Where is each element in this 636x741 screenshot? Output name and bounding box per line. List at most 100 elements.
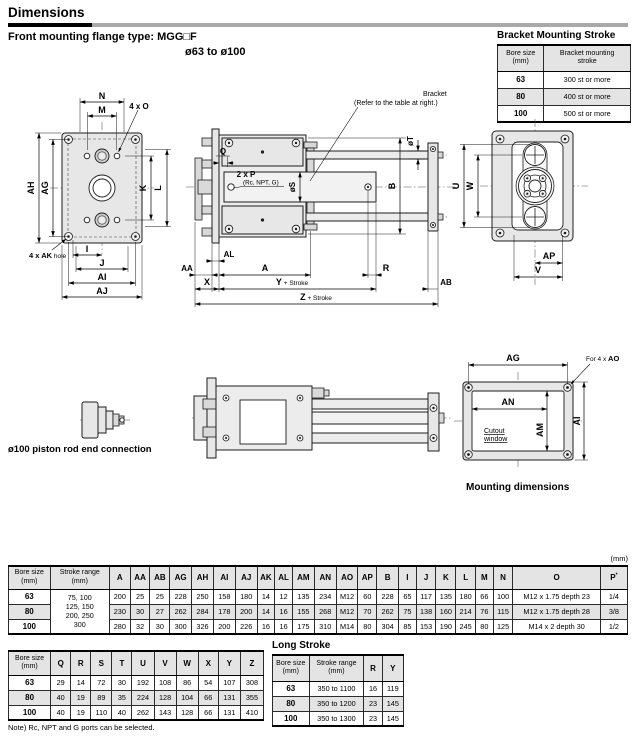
main-table-header-n: N <box>492 565 514 590</box>
rect-shape <box>303 223 318 231</box>
circle-shape <box>526 177 529 180</box>
ls-table-cell: 145 <box>381 695 405 712</box>
dim-label-i: I <box>86 244 89 254</box>
main-table-header-am: AM <box>291 565 315 590</box>
main-table-cell-63-n: 100 <box>492 588 514 605</box>
ls-table-cell: 350 to 1200 <box>308 695 365 712</box>
main-table-cell-80-m: 76 <box>475 603 494 620</box>
main-table-header-l: L <box>455 565 477 590</box>
qz-table-header-t: T <box>111 650 133 676</box>
main-table-cell-100-aa: 32 <box>129 618 151 635</box>
rect-shape <box>112 413 120 427</box>
main-table-cell-80-ab: 27 <box>149 603 171 620</box>
mounting-dimensions-drawing: AG For 4 x AO AN AM AI Cutout window <box>454 353 619 468</box>
main-table-cell-63-an: 234 <box>313 588 337 605</box>
qz-table-cell-100-w: 128 <box>175 704 199 721</box>
circle-shape <box>566 453 569 456</box>
qz-table-header-bore: Bore size (mm) <box>7 650 52 676</box>
dim-label-l: L <box>153 185 163 191</box>
main-table-header-stroke: Stroke range (mm) <box>49 565 110 590</box>
bracket-note-line1: Bracket <box>423 91 447 98</box>
main-table-cell-80-k: 160 <box>435 603 457 620</box>
qz-table-cell-63-r: 14 <box>70 674 92 691</box>
front-view-dimensions: N M 4 x O AH AG K L I J AI <box>26 91 171 300</box>
main-table-cell-63-p: 1/4 <box>599 588 629 605</box>
bracket-table-bore-63: 63 <box>496 70 545 89</box>
qz-table-header-x: X <box>197 650 219 676</box>
front-flange-view-drawing: N M 4 x O AH AG K L I J AI <box>26 91 171 300</box>
side-view-drawing: Bracket (Refer to the table at right.) Q… <box>181 91 460 307</box>
circle-shape <box>113 216 121 224</box>
main-table-cell-80-i: 75 <box>398 603 417 620</box>
ak-label: 4 x AK <box>29 251 53 260</box>
rear-view-body <box>491 130 574 242</box>
rect-shape <box>471 390 565 452</box>
rod-end-shapes <box>80 401 130 439</box>
main-table-cell-80-ah: 284 <box>191 603 214 620</box>
qz-table-bore-100: 100 <box>7 704 52 721</box>
circle-shape <box>83 152 91 160</box>
bracket-table-cell: 400 st or more <box>543 87 631 106</box>
main-table-cell-80-aa: 30 <box>129 603 151 620</box>
rod-end-connection-drawing <box>80 401 130 439</box>
rect-shape <box>311 411 429 425</box>
rect-shape <box>67 138 137 238</box>
circle-shape <box>432 224 434 226</box>
qz-table-cell-100-r: 19 <box>70 704 92 721</box>
y-suffix: + Stroke <box>282 280 309 287</box>
qz-table-cell-100-z: 410 <box>239 704 265 721</box>
bracket-note-line2: (Refer to the table at right.) <box>354 100 438 107</box>
side-view-annotations: Bracket (Refer to the table at right.) Q… <box>213 91 447 235</box>
bracket-table-head: Bore size (mm)Bracket mounting stroke <box>496 44 631 72</box>
main-table-header-ab: AB <box>149 565 171 590</box>
y-label: Y <box>276 277 282 287</box>
main-table-cell-100-p: 1/2 <box>599 618 629 635</box>
main-table-cell-63-ah: 250 <box>191 588 214 605</box>
main-table-cell-63-l: 180 <box>455 588 477 605</box>
bracket-table-title: Bracket Mounting Stroke <box>497 30 616 41</box>
ls-table-header-0: Bore size (mm) <box>272 654 310 682</box>
circle-shape <box>563 137 567 141</box>
bracket-mounting-stroke-block: Bracket Mounting Stroke Bore size (mm)Br… <box>496 30 631 123</box>
main-table-cell-100-al: 16 <box>274 618 293 635</box>
dim-label-ab: AB <box>440 278 452 287</box>
main-table-cell-100-an: 310 <box>313 618 337 635</box>
rect-shape <box>305 212 429 222</box>
rear-view-dimensions: U W AP V <box>451 144 563 281</box>
dim-label-k: K <box>138 184 148 191</box>
dim-label-4xo: 4 x O <box>129 102 149 111</box>
qz-table-cell-100-v: 143 <box>153 704 177 721</box>
qz-table-bore-80: 80 <box>7 689 52 706</box>
cutout-window-line2: window <box>483 436 508 443</box>
main-table-cell-80-ao: M12 <box>335 603 359 620</box>
dim-label-t: øT <box>406 136 415 146</box>
line-shape <box>51 238 67 251</box>
circle-shape <box>563 231 567 235</box>
bracket-table-header-0: Bore size (mm) <box>496 44 545 72</box>
qz-table-header-w: W <box>175 650 199 676</box>
qz-table-cell-80-u: 224 <box>131 689 155 706</box>
dim-label-m: M <box>98 105 106 115</box>
main-table-header-a: A <box>108 565 131 590</box>
circle-shape <box>467 453 470 456</box>
qz-table-header-s: S <box>90 650 113 676</box>
dim-label-x: X <box>204 277 210 287</box>
rect-shape <box>311 432 429 444</box>
bracket-table-header-1: Bracket mounting stroke <box>543 44 631 72</box>
main-table-cell-100-i: 85 <box>398 618 417 635</box>
rect-shape <box>427 142 439 232</box>
main-table-cell-63-a: 200 <box>108 588 131 605</box>
main-table-cell-63-aj: 180 <box>234 588 258 605</box>
dim-label-an: AN <box>502 397 515 407</box>
main-table-cell-100-j: 153 <box>415 618 437 635</box>
